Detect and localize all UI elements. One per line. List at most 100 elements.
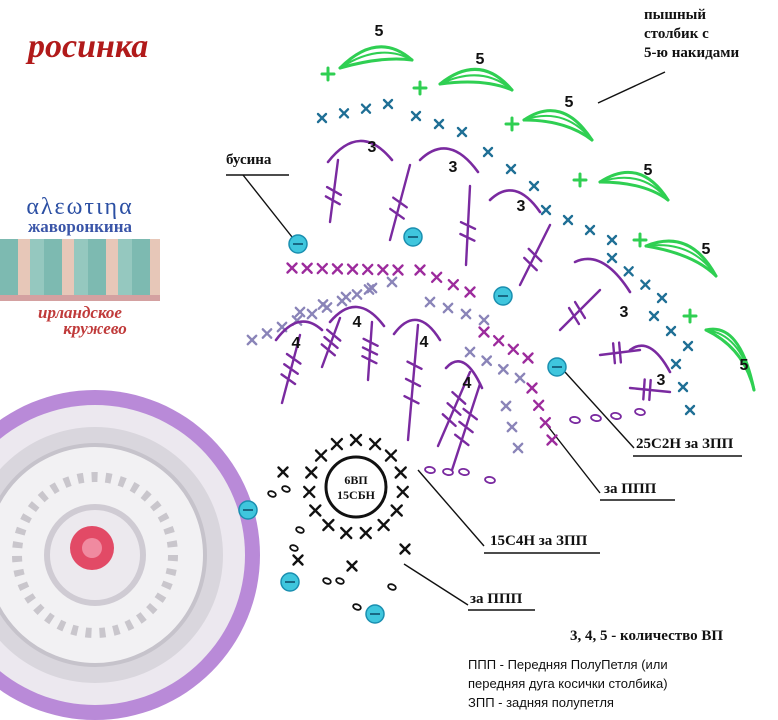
center-ring xyxy=(324,455,388,519)
chain-arch xyxy=(392,318,442,342)
chain-layer xyxy=(267,139,672,611)
tall-stitch xyxy=(450,382,482,472)
chain-count-row4: 4 xyxy=(463,375,472,392)
author-subtitle: ирландское xyxy=(38,303,122,322)
chain-stitch xyxy=(322,577,332,585)
sc-stitch xyxy=(306,308,318,320)
stitch-layer xyxy=(246,98,696,572)
sc-stitch xyxy=(301,262,313,274)
sc-stitch xyxy=(640,279,651,290)
puff-stitch-label-line: пышный xyxy=(644,7,707,23)
chain-count-row3: 3 xyxy=(368,139,377,156)
sc-stitch xyxy=(546,434,558,446)
puff-stitch xyxy=(338,45,414,70)
front-loop-label: за ППП xyxy=(470,591,523,607)
author-subtitle: кружево xyxy=(63,319,127,338)
sc-stitch xyxy=(261,328,273,339)
sc-stitch xyxy=(492,334,505,347)
sc-stitch xyxy=(246,334,258,346)
chain-arch xyxy=(488,189,542,214)
chain-count-row5: 5 xyxy=(565,94,574,111)
sc-stitch xyxy=(396,485,409,499)
chain-count-row5: 5 xyxy=(702,241,711,258)
author-block: αλεωτιηα жаворонкина ирландское кружево xyxy=(0,194,160,339)
tall-stitch xyxy=(436,370,472,448)
sc-stitch xyxy=(656,292,668,304)
sc-stitch xyxy=(514,372,526,384)
tall-stitch xyxy=(324,158,343,224)
bead-icon xyxy=(403,227,423,247)
sc-stitch xyxy=(392,264,404,276)
sc-stitch xyxy=(684,404,696,416)
sc-stitch xyxy=(309,504,322,517)
sc-stitch xyxy=(497,363,509,375)
chain-stitch xyxy=(424,466,436,474)
sc-stitch xyxy=(464,346,476,358)
sc-stitch xyxy=(340,526,353,540)
sc-stitch xyxy=(512,442,524,454)
join-stitch xyxy=(632,232,648,248)
sc-stitch xyxy=(447,278,460,291)
legend-ppp-line: передняя дуга косички столбика) xyxy=(468,676,668,691)
sc-stitch xyxy=(584,224,596,236)
tall-stitch xyxy=(403,323,423,442)
chain-arch xyxy=(628,344,672,374)
puff-stitch xyxy=(644,239,718,278)
sc-stitch xyxy=(294,306,306,318)
sc-stitch xyxy=(351,289,363,300)
sc-stitch xyxy=(346,263,359,275)
sc-stitch xyxy=(665,325,677,337)
chain-stitch xyxy=(610,412,622,420)
sc-stitch xyxy=(303,485,316,499)
tr-back-loop-label: 15С4Н за ЗПП xyxy=(490,533,588,549)
chain-stitch xyxy=(295,526,305,534)
sc-stitch xyxy=(292,554,304,566)
tall-stitch xyxy=(459,184,477,267)
tall-stitch xyxy=(361,320,379,382)
tall-stitch xyxy=(598,341,642,365)
bead-icon xyxy=(547,357,567,377)
sc-stitch xyxy=(410,110,422,122)
puff-stitch xyxy=(704,327,756,392)
sc-stitch xyxy=(399,543,411,555)
sc-stitch xyxy=(382,98,394,110)
chain-count-row3: 3 xyxy=(657,372,666,389)
sc-stitch xyxy=(317,299,329,310)
sc-stitch xyxy=(316,262,328,275)
sc-stitch xyxy=(424,296,436,308)
puff-stitch-label-line: столбик с xyxy=(644,26,709,42)
leader-lines xyxy=(226,71,742,611)
bead-icon xyxy=(280,572,300,592)
sc-stitch xyxy=(677,381,689,393)
sc-stitch xyxy=(526,382,538,394)
sc-stitch xyxy=(606,234,618,246)
sc-stitch xyxy=(414,264,426,276)
sc-stitch xyxy=(359,526,372,540)
tall-stitch xyxy=(280,333,302,405)
diagram-title: росинка xyxy=(28,28,149,65)
legend-count-note: 3, 4, 5 - количество ВП xyxy=(570,628,724,644)
chain-stitch xyxy=(569,416,581,424)
tall-stitch xyxy=(518,223,552,287)
chain-arch xyxy=(418,147,480,174)
puff-stitch xyxy=(522,109,594,142)
puff-stitch-label-line: 5-ю накидами xyxy=(644,45,740,61)
sc-stitch xyxy=(562,214,574,226)
sc-stitch xyxy=(522,352,534,364)
bead-icon xyxy=(288,234,308,254)
sc-stitch xyxy=(331,263,344,275)
legend-zpp-line: ЗПП - задняя полупетля xyxy=(468,695,614,710)
sc-stitch xyxy=(505,163,517,175)
sc-stitch xyxy=(648,310,660,322)
chain-stitch xyxy=(281,485,291,493)
sc-stitch xyxy=(314,449,328,462)
sc-stitch xyxy=(377,518,390,532)
chain-count-row3: 3 xyxy=(517,198,526,215)
sc-stitch xyxy=(539,416,552,429)
sc-stitch xyxy=(456,126,468,138)
sc-stitch xyxy=(338,108,350,119)
sc-stitch xyxy=(532,399,545,412)
legend-ppp-line: ППП - Передняя ПолуПетля (или xyxy=(468,657,668,672)
sc-stitch xyxy=(377,264,389,276)
chain-stitch xyxy=(289,544,299,552)
